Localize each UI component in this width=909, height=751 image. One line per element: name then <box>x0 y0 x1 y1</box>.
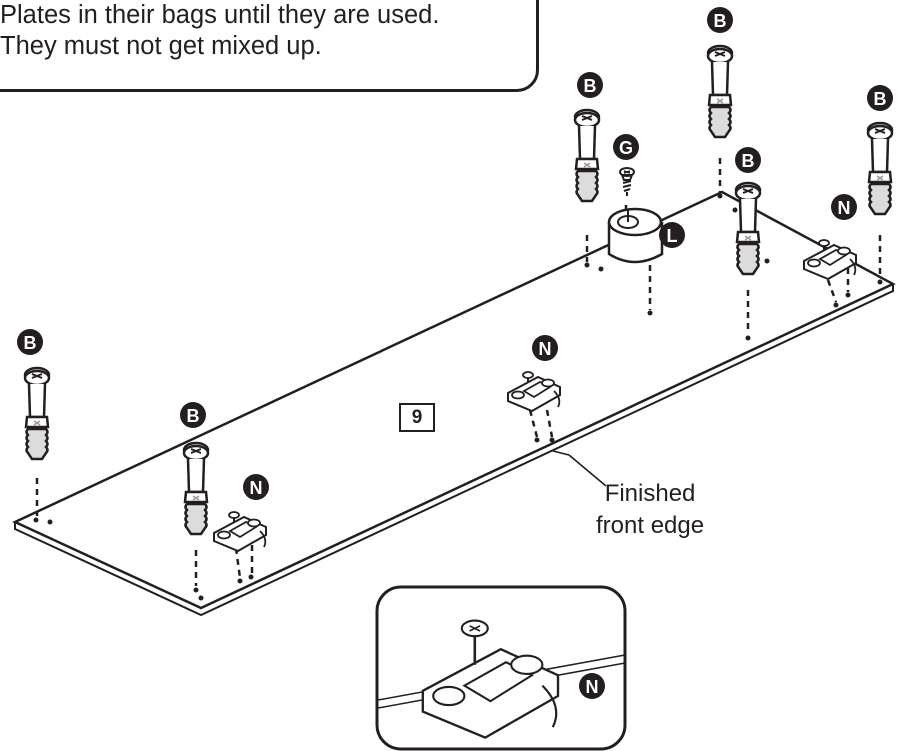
instruction-note: Plates in their bags until they are used… <box>0 0 439 62</box>
dowel-part <box>573 108 601 203</box>
note-line-2: They must not get mixed up. <box>0 32 322 60</box>
dowel-part <box>866 121 894 216</box>
svg-text:L: L <box>667 226 678 246</box>
panel-number-label: 9 <box>399 403 435 432</box>
note-line-1: Plates in their bags until they are used… <box>0 1 440 29</box>
svg-text:B: B <box>24 333 37 353</box>
finished-edge-callout: Finished front edge <box>596 478 704 542</box>
screw-part <box>619 167 635 196</box>
badge-l: L <box>659 222 685 248</box>
badge-b-6: B <box>867 85 893 111</box>
instruction-note-box <box>0 0 539 92</box>
dowel-part <box>706 44 734 139</box>
badge-n-2: N <box>532 335 558 361</box>
badge-n-3: N <box>831 194 857 220</box>
badge-b-5: B <box>735 147 761 173</box>
svg-text:B: B <box>714 11 727 31</box>
svg-text:G: G <box>619 138 633 158</box>
panel <box>12 190 896 610</box>
svg-text:B: B <box>742 151 755 171</box>
callout-line-2: front edge <box>596 512 705 539</box>
svg-text:N: N <box>539 339 552 359</box>
svg-text:B: B <box>187 406 200 426</box>
foot-part <box>607 207 664 264</box>
badge-b-2: B <box>180 402 206 428</box>
callout-line-1: Finished <box>604 480 696 507</box>
hinge-detail-inset <box>375 585 627 751</box>
badge-n-1: N <box>243 474 269 500</box>
badge-b-3: B <box>577 72 603 98</box>
edge-leader-line <box>552 450 607 487</box>
dowel-part <box>23 366 51 461</box>
panel-edge <box>14 284 894 617</box>
svg-text:B: B <box>874 89 887 109</box>
badge-n-inset: N <box>579 673 605 699</box>
badge-g: G <box>613 134 639 160</box>
badge-b-1: B <box>17 329 43 355</box>
svg-text:N: N <box>838 198 851 218</box>
svg-text:N: N <box>250 478 263 498</box>
svg-text:N: N <box>586 677 599 697</box>
badge-b-4: B <box>707 7 733 33</box>
panel-holes <box>33 193 883 601</box>
svg-text:B: B <box>584 76 597 96</box>
guide-lines <box>35 158 882 586</box>
